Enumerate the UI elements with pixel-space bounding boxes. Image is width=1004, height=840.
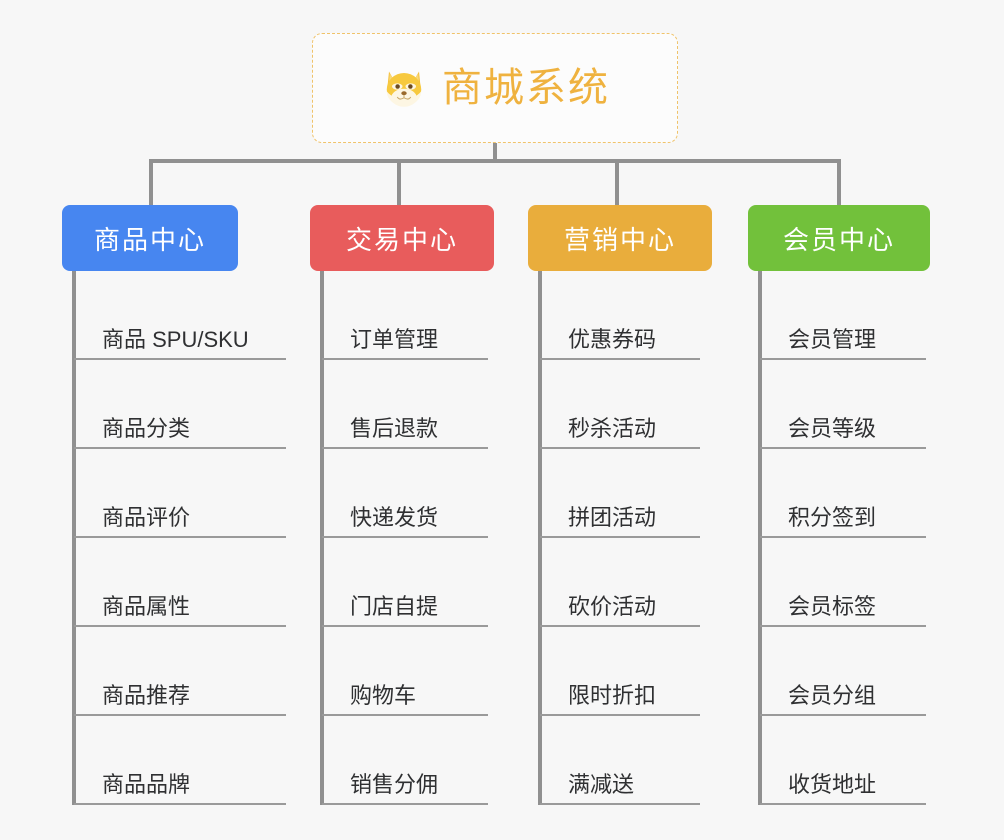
leaf-label: 收货地址 [788,771,877,797]
leaf-item[interactable]: 秒杀活动 [540,360,700,449]
leaf-item[interactable]: 限时折扣 [540,627,700,716]
leaf-item[interactable]: 优惠券码 [540,271,700,360]
leaf-item[interactable]: 销售分佣 [322,716,488,805]
leaf-label: 购物车 [350,682,417,708]
leaf-label: 商品品牌 [102,771,191,797]
branch-column-0: 商品中心 商品 SPU/SKU 商品分类 商品评价 商品属性 商品推荐 商品品牌 [62,205,286,805]
leaf-label: 商品分类 [102,415,191,441]
connector-drop-0 [149,159,153,205]
leaf-item[interactable]: 会员管理 [760,271,926,360]
branch-column-3: 会员中心 会员管理 会员等级 积分签到 会员标签 会员分组 收货地址 [748,205,930,805]
leaf-list-2: 优惠券码 秒杀活动 拼团活动 砍价活动 限时折扣 满减送 [540,271,700,805]
leaf-item[interactable]: 门店自提 [322,538,488,627]
leaf-item[interactable]: 会员分组 [760,627,926,716]
leaf-label: 会员分组 [788,682,877,708]
leaf-item[interactable]: 售后退款 [322,360,488,449]
leaf-label: 门店自提 [350,593,439,619]
branch-column-2: 营销中心 优惠券码 秒杀活动 拼团活动 砍价活动 限时折扣 满减送 [528,205,712,805]
leaf-item[interactable]: 订单管理 [322,271,488,360]
leaf-item[interactable]: 购物车 [322,627,488,716]
leaf-label: 砍价活动 [568,593,657,619]
leaf-item[interactable]: 收货地址 [760,716,926,805]
leaf-item[interactable]: 商品品牌 [74,716,286,805]
category-label-1: 交易中心 [345,224,458,255]
category-box-0[interactable]: 商品中心 [62,205,238,271]
category-box-1[interactable]: 交易中心 [310,205,494,271]
leaf-label: 会员管理 [788,326,877,352]
leaf-label: 满减送 [568,771,635,797]
leaf-item[interactable]: 会员标签 [760,538,926,627]
leaf-label: 会员等级 [788,415,877,441]
connector-drop-1 [397,159,401,205]
leaf-label: 订单管理 [350,326,439,352]
leaf-label: 秒杀活动 [568,415,657,441]
leaf-item[interactable]: 商品 SPU/SKU [74,271,286,360]
category-box-2[interactable]: 营销中心 [528,205,712,271]
column-spine-3 [758,271,762,805]
branch-column-1: 交易中心 订单管理 售后退款 快递发货 门店自提 购物车 销售分佣 [310,205,494,805]
leaf-label: 快递发货 [350,504,439,530]
category-label-2: 营销中心 [563,224,676,255]
connector-drop-2 [615,159,619,205]
column-spine-2 [538,271,542,805]
shiba-dog-icon [380,64,428,112]
leaf-list-1: 订单管理 售后退款 快递发货 门店自提 购物车 销售分佣 [322,271,488,805]
leaf-label: 商品 SPU/SKU [102,326,249,352]
column-spine-1 [320,271,324,805]
leaf-label: 商品推荐 [102,682,191,708]
connector-horizontal-bar [149,159,841,163]
leaf-item[interactable]: 拼团活动 [540,449,700,538]
leaf-item[interactable]: 商品属性 [74,538,286,627]
root-title: 商城系统 [442,66,610,110]
leaf-label: 积分签到 [788,504,877,530]
leaf-list-3: 会员管理 会员等级 积分签到 会员标签 会员分组 收货地址 [760,271,926,805]
category-box-3[interactable]: 会员中心 [748,205,930,271]
leaf-label: 售后退款 [350,415,439,441]
root-node-shopping-mall-system[interactable]: 商城系统 [312,33,678,143]
leaf-item[interactable]: 砍价活动 [540,538,700,627]
connector-root-stem [493,143,497,163]
leaf-label: 限时折扣 [568,682,657,708]
leaf-item[interactable]: 满减送 [540,716,700,805]
leaf-item[interactable]: 积分签到 [760,449,926,538]
leaf-label: 商品属性 [102,593,191,619]
category-label-0: 商品中心 [93,224,206,255]
leaf-item[interactable]: 商品分类 [74,360,286,449]
leaf-label: 销售分佣 [350,771,439,797]
leaf-item[interactable]: 商品推荐 [74,627,286,716]
category-label-3: 会员中心 [782,224,895,255]
leaf-label: 会员标签 [788,593,877,619]
leaf-item[interactable]: 商品评价 [74,449,286,538]
connector-drop-3 [837,159,841,205]
leaf-label: 拼团活动 [568,504,657,530]
column-spine-0 [72,271,76,805]
leaf-list-0: 商品 SPU/SKU 商品分类 商品评价 商品属性 商品推荐 商品品牌 [74,271,286,805]
leaf-item[interactable]: 快递发货 [322,449,488,538]
leaf-label: 优惠券码 [568,326,657,352]
leaf-label: 商品评价 [102,504,191,530]
leaf-item[interactable]: 会员等级 [760,360,926,449]
